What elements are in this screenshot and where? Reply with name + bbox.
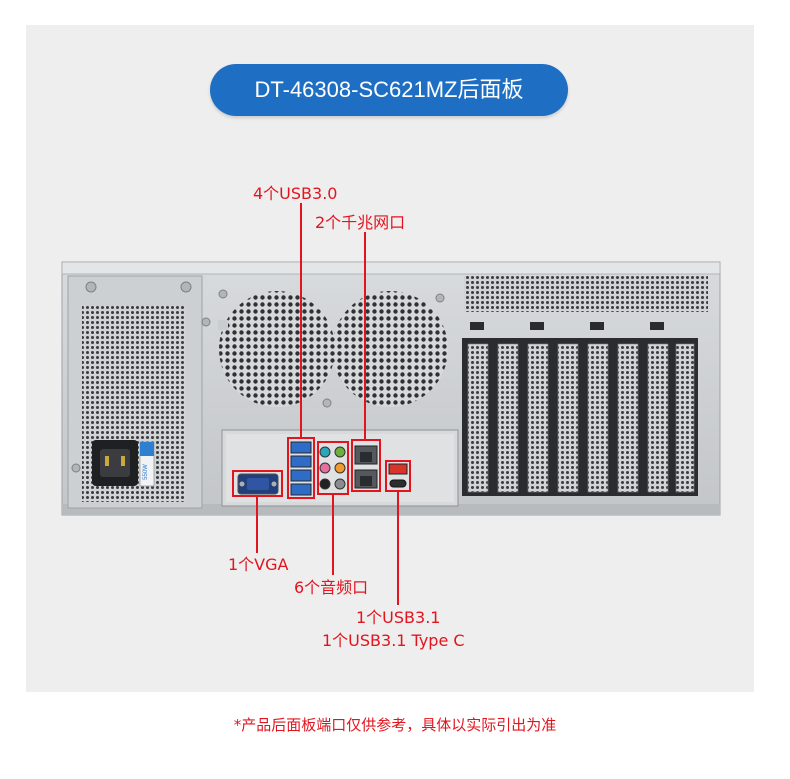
top-vent: [464, 276, 708, 312]
callout-usb31: 1个USB3.1: [356, 608, 441, 627]
io-shield: [221, 429, 459, 507]
fan-grilles: [201, 289, 448, 408]
callout-boxes: [232, 437, 411, 499]
callout-lan: 2个千兆网口: [315, 213, 406, 232]
callout-usb31-typec: 1个USB3.1 Type C: [322, 631, 465, 650]
page-title: DT-46308-SC621MZ后面板: [210, 64, 568, 116]
callout-audio: 6个音频口: [294, 578, 369, 597]
disclaimer-note: *产品后面板端口仅供参考，具体以实际引出为准: [233, 716, 557, 734]
expansion-slots: [462, 322, 698, 496]
psu-section: [67, 275, 203, 509]
callout-lines: [256, 203, 399, 605]
psu-rating-label: 550W: [143, 464, 149, 480]
callout-vga: 1个VGA: [228, 555, 289, 574]
callout-usb30: 4个USB3.0: [253, 184, 338, 203]
